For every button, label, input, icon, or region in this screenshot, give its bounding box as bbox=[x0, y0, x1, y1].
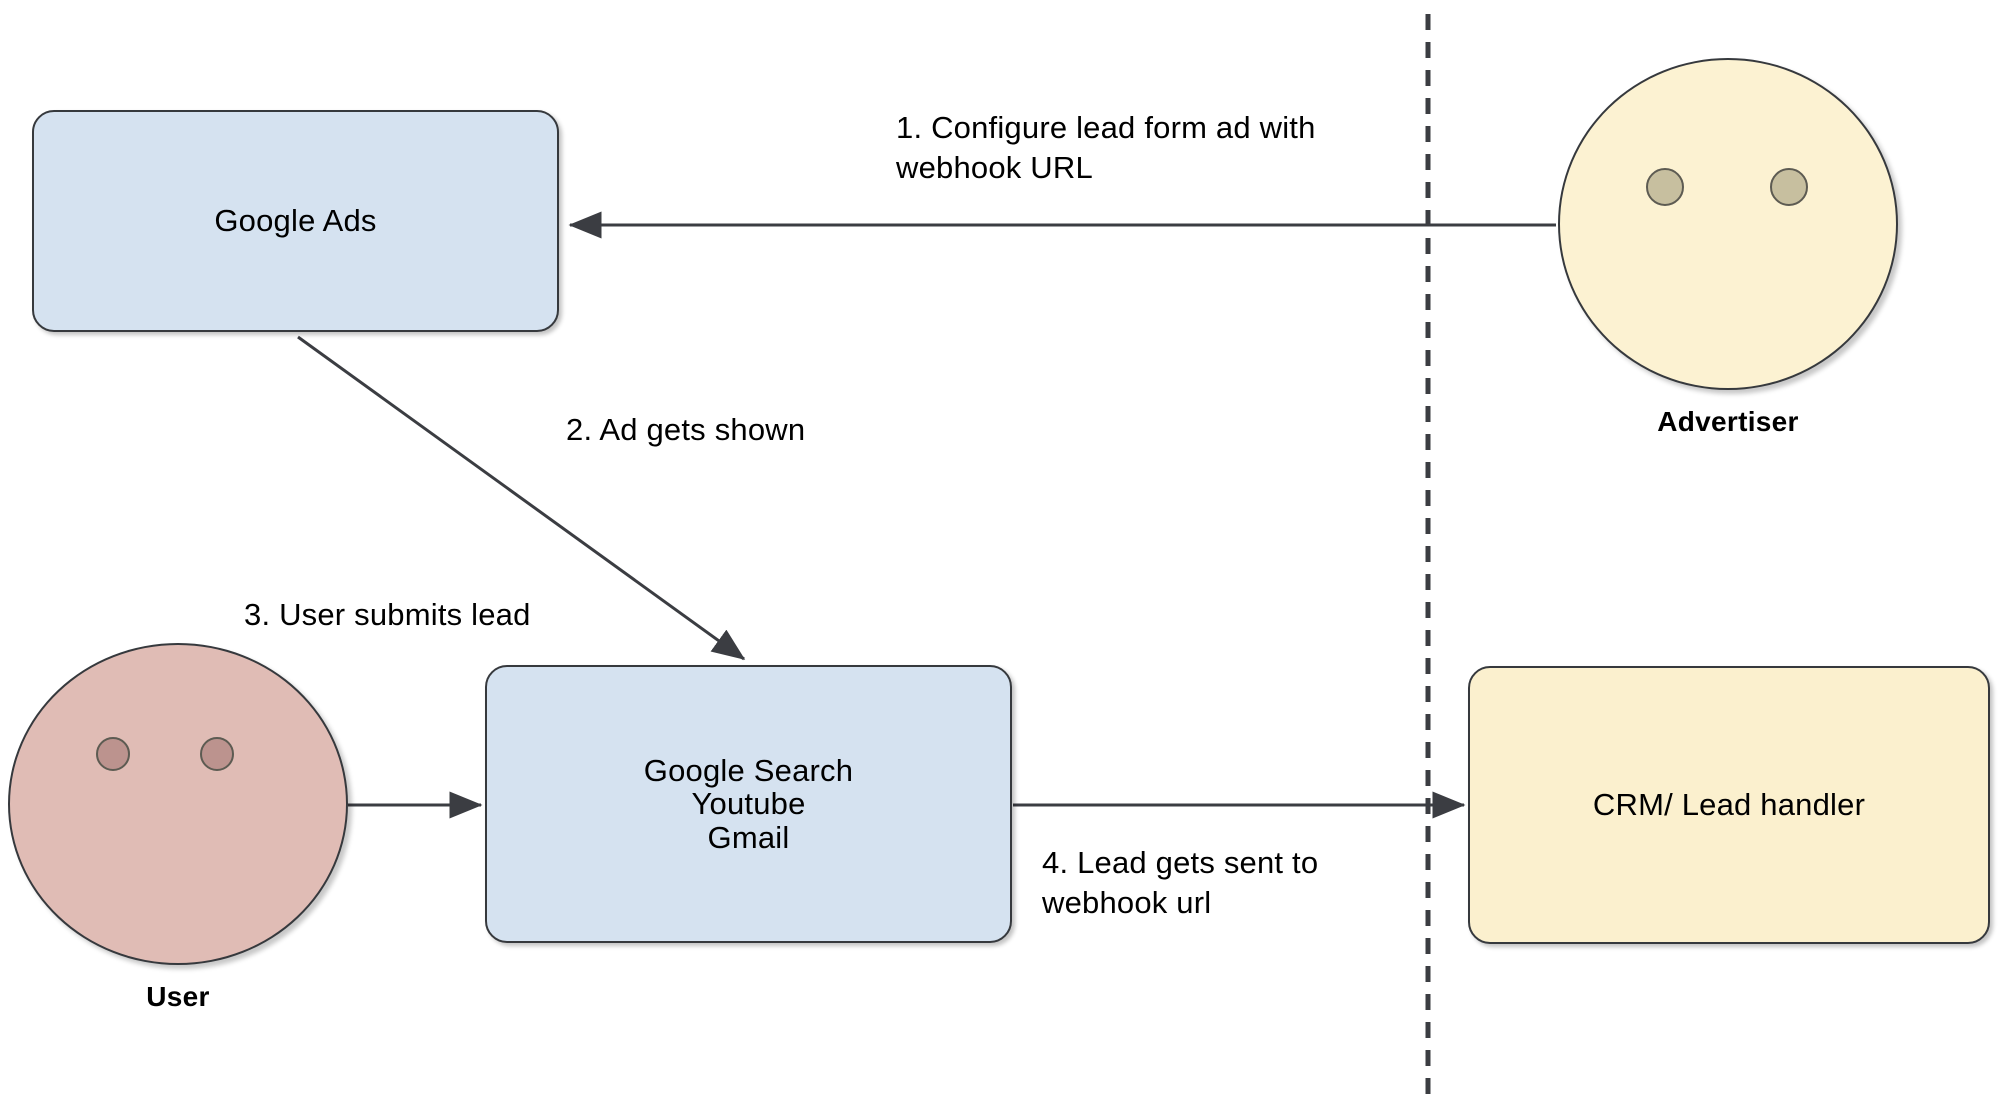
actor-advertiser-label: Advertiser bbox=[1657, 406, 1799, 437]
step-3-label: 3. User submits lead bbox=[244, 597, 531, 632]
step-1-label: 1. Configure lead form ad with webhook U… bbox=[896, 110, 1316, 185]
step-2-label: 2. Ad gets shown bbox=[566, 412, 806, 447]
user-face-icon bbox=[8, 643, 348, 965]
advertiser-face-icon bbox=[1558, 58, 1898, 390]
node-crm-lead-handler-label: CRM/ Lead handler bbox=[1592, 787, 1866, 823]
actor-advertiser[interactable]: Advertiser bbox=[1558, 58, 1898, 453]
node-google-properties[interactable]: Google Search Youtube Gmail bbox=[485, 665, 1012, 943]
step-4-label: 4. Lead gets sent to webhook url bbox=[1042, 845, 1319, 920]
node-google-properties-label: Google Search Youtube Gmail bbox=[643, 753, 854, 855]
actor-user-label: User bbox=[146, 981, 210, 1012]
advertiser-right-eye-icon bbox=[1770, 168, 1808, 206]
advertiser-left-eye-icon bbox=[1646, 168, 1684, 206]
user-left-eye-icon bbox=[96, 737, 130, 771]
user-right-eye-icon bbox=[200, 737, 234, 771]
node-crm-lead-handler[interactable]: CRM/ Lead handler bbox=[1468, 666, 1990, 944]
actor-user[interactable]: User bbox=[8, 643, 348, 1043]
node-google-ads-label: Google Ads bbox=[214, 203, 377, 239]
node-google-ads[interactable]: Google Ads bbox=[32, 110, 559, 332]
